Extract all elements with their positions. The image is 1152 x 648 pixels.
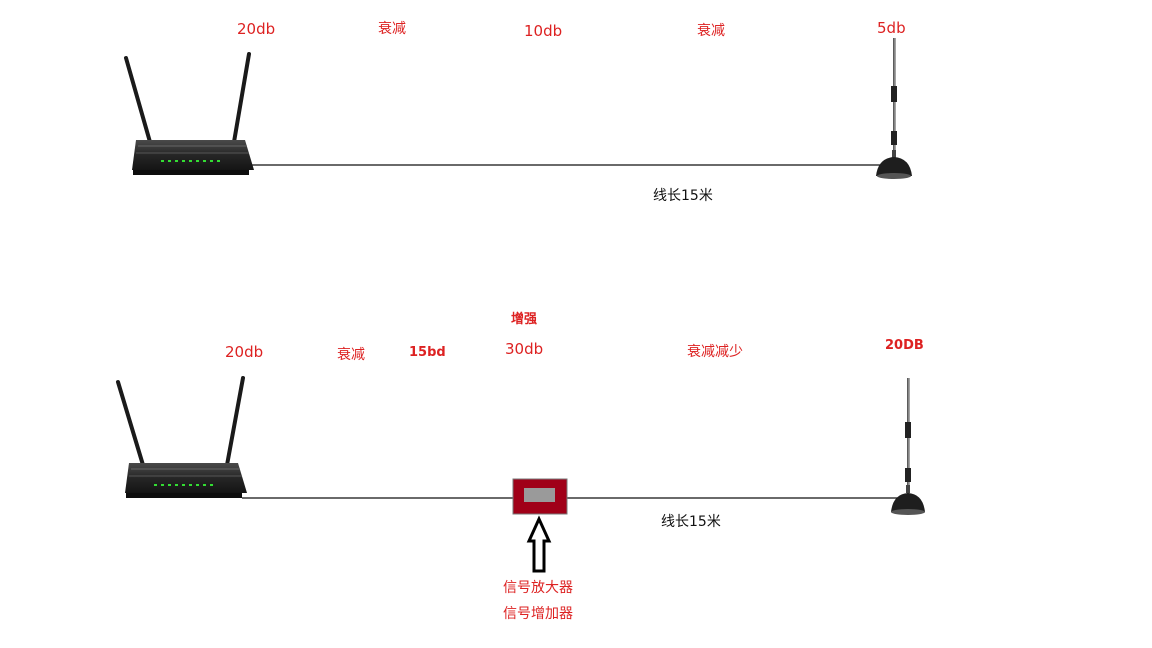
antenna-icon (891, 378, 925, 515)
bottom-cable-length: 线长15米 (661, 514, 721, 530)
amplifier-icon (512, 478, 568, 515)
top-antenna-level: 5db (877, 19, 906, 37)
up-arrow-icon (526, 515, 552, 573)
top-loss-1: 衰减 (378, 21, 406, 37)
bottom-pre-amp-level: 15bd (409, 345, 446, 360)
antenna-icon (876, 38, 912, 179)
top-cable-length: 线长15米 (653, 188, 713, 204)
bottom-boost: 增强 (511, 312, 538, 327)
router-icon (116, 376, 247, 498)
top-loss-2: 衰减 (697, 23, 725, 39)
router-icon (124, 52, 254, 175)
booster-label: 信号增加器 (503, 606, 573, 622)
bottom-amp-level: 30db (505, 340, 544, 358)
top-router-level: 20db (237, 20, 276, 38)
bottom-antenna-level: 20DB (885, 338, 924, 353)
bottom-router-level: 20db (225, 343, 264, 361)
amplifier-label: 信号放大器 (503, 580, 573, 596)
bottom-loss-reduced: 衰减减少 (687, 344, 743, 360)
top-mid-level: 10db (524, 22, 563, 40)
bottom-loss-1: 衰减 (337, 347, 365, 363)
